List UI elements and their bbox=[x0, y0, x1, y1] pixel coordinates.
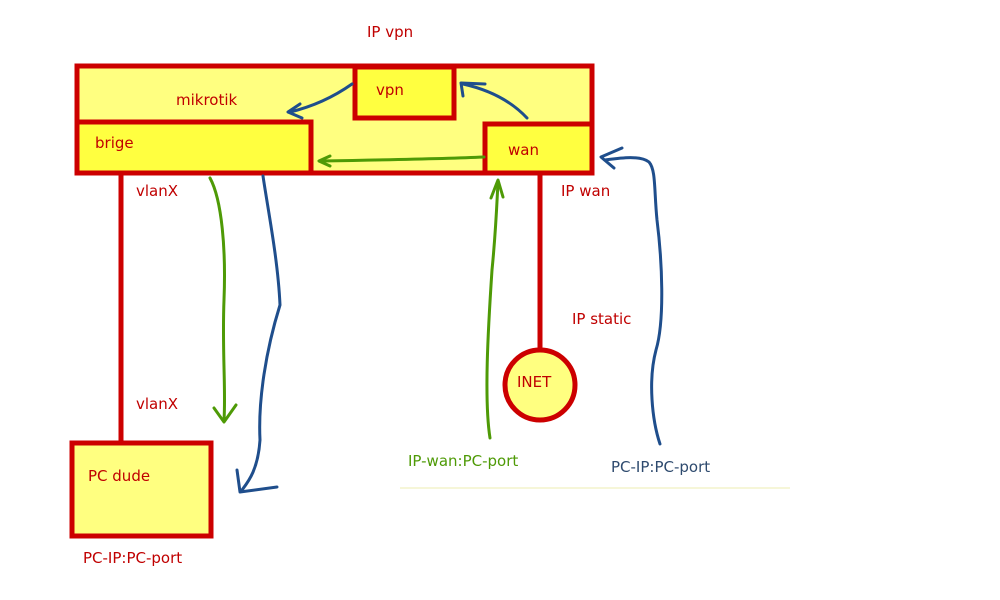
ip-wan-pc-port-label: IP-wan:PC-port bbox=[408, 452, 519, 470]
inet-label: INET bbox=[517, 373, 552, 391]
vpn-box bbox=[352, 64, 457, 121]
ip-static-label: IP static bbox=[572, 310, 632, 328]
brige-label: brige bbox=[95, 134, 134, 152]
ip-vpn-label: IP vpn bbox=[367, 23, 414, 41]
pc-ip-port-bottom-label: PC-IP:PC-port bbox=[83, 549, 183, 567]
blue-arrow-wan-to-vpn bbox=[461, 82, 529, 120]
green-arrow-bridge-down bbox=[208, 176, 227, 422]
green-arrowhead-wan bbox=[489, 178, 505, 200]
blue-arrowhead-mikrotik bbox=[286, 102, 304, 120]
blue-arrow-vpn-to-mikrotik bbox=[288, 82, 354, 114]
blue-flow bbox=[235, 81, 664, 494]
ip-wan-label: IP wan bbox=[561, 182, 611, 200]
green-arrowhead-bridge bbox=[317, 154, 332, 168]
green-arrow-up-to-wan bbox=[485, 180, 500, 440]
inet-node bbox=[502, 347, 578, 423]
bridge-box bbox=[74, 119, 314, 176]
vlan-bottom-label: vlanX bbox=[136, 395, 179, 413]
blue-arrow-up-to-wan bbox=[603, 156, 664, 446]
pc-dude-label: PC dude bbox=[88, 467, 151, 485]
blue-arrowhead-down bbox=[235, 468, 279, 494]
pc-ip-port-right-label: PC-IP:PC-port bbox=[611, 458, 711, 476]
vlan-top-label: vlanX bbox=[136, 182, 179, 200]
blue-arrowhead-vpn bbox=[459, 81, 487, 98]
wan-label: wan bbox=[508, 141, 539, 159]
pc-dude-box bbox=[69, 440, 214, 539]
vpn-label: vpn bbox=[376, 81, 404, 99]
mikrotik-label: mikrotik bbox=[176, 91, 238, 109]
blue-arrowhead-wan bbox=[599, 146, 624, 170]
green-arrow-wan-to-bridge bbox=[318, 155, 486, 163]
green-flow bbox=[208, 154, 505, 440]
green-arrowhead-down bbox=[212, 403, 238, 424]
blue-arrow-bridge-down bbox=[240, 174, 282, 492]
